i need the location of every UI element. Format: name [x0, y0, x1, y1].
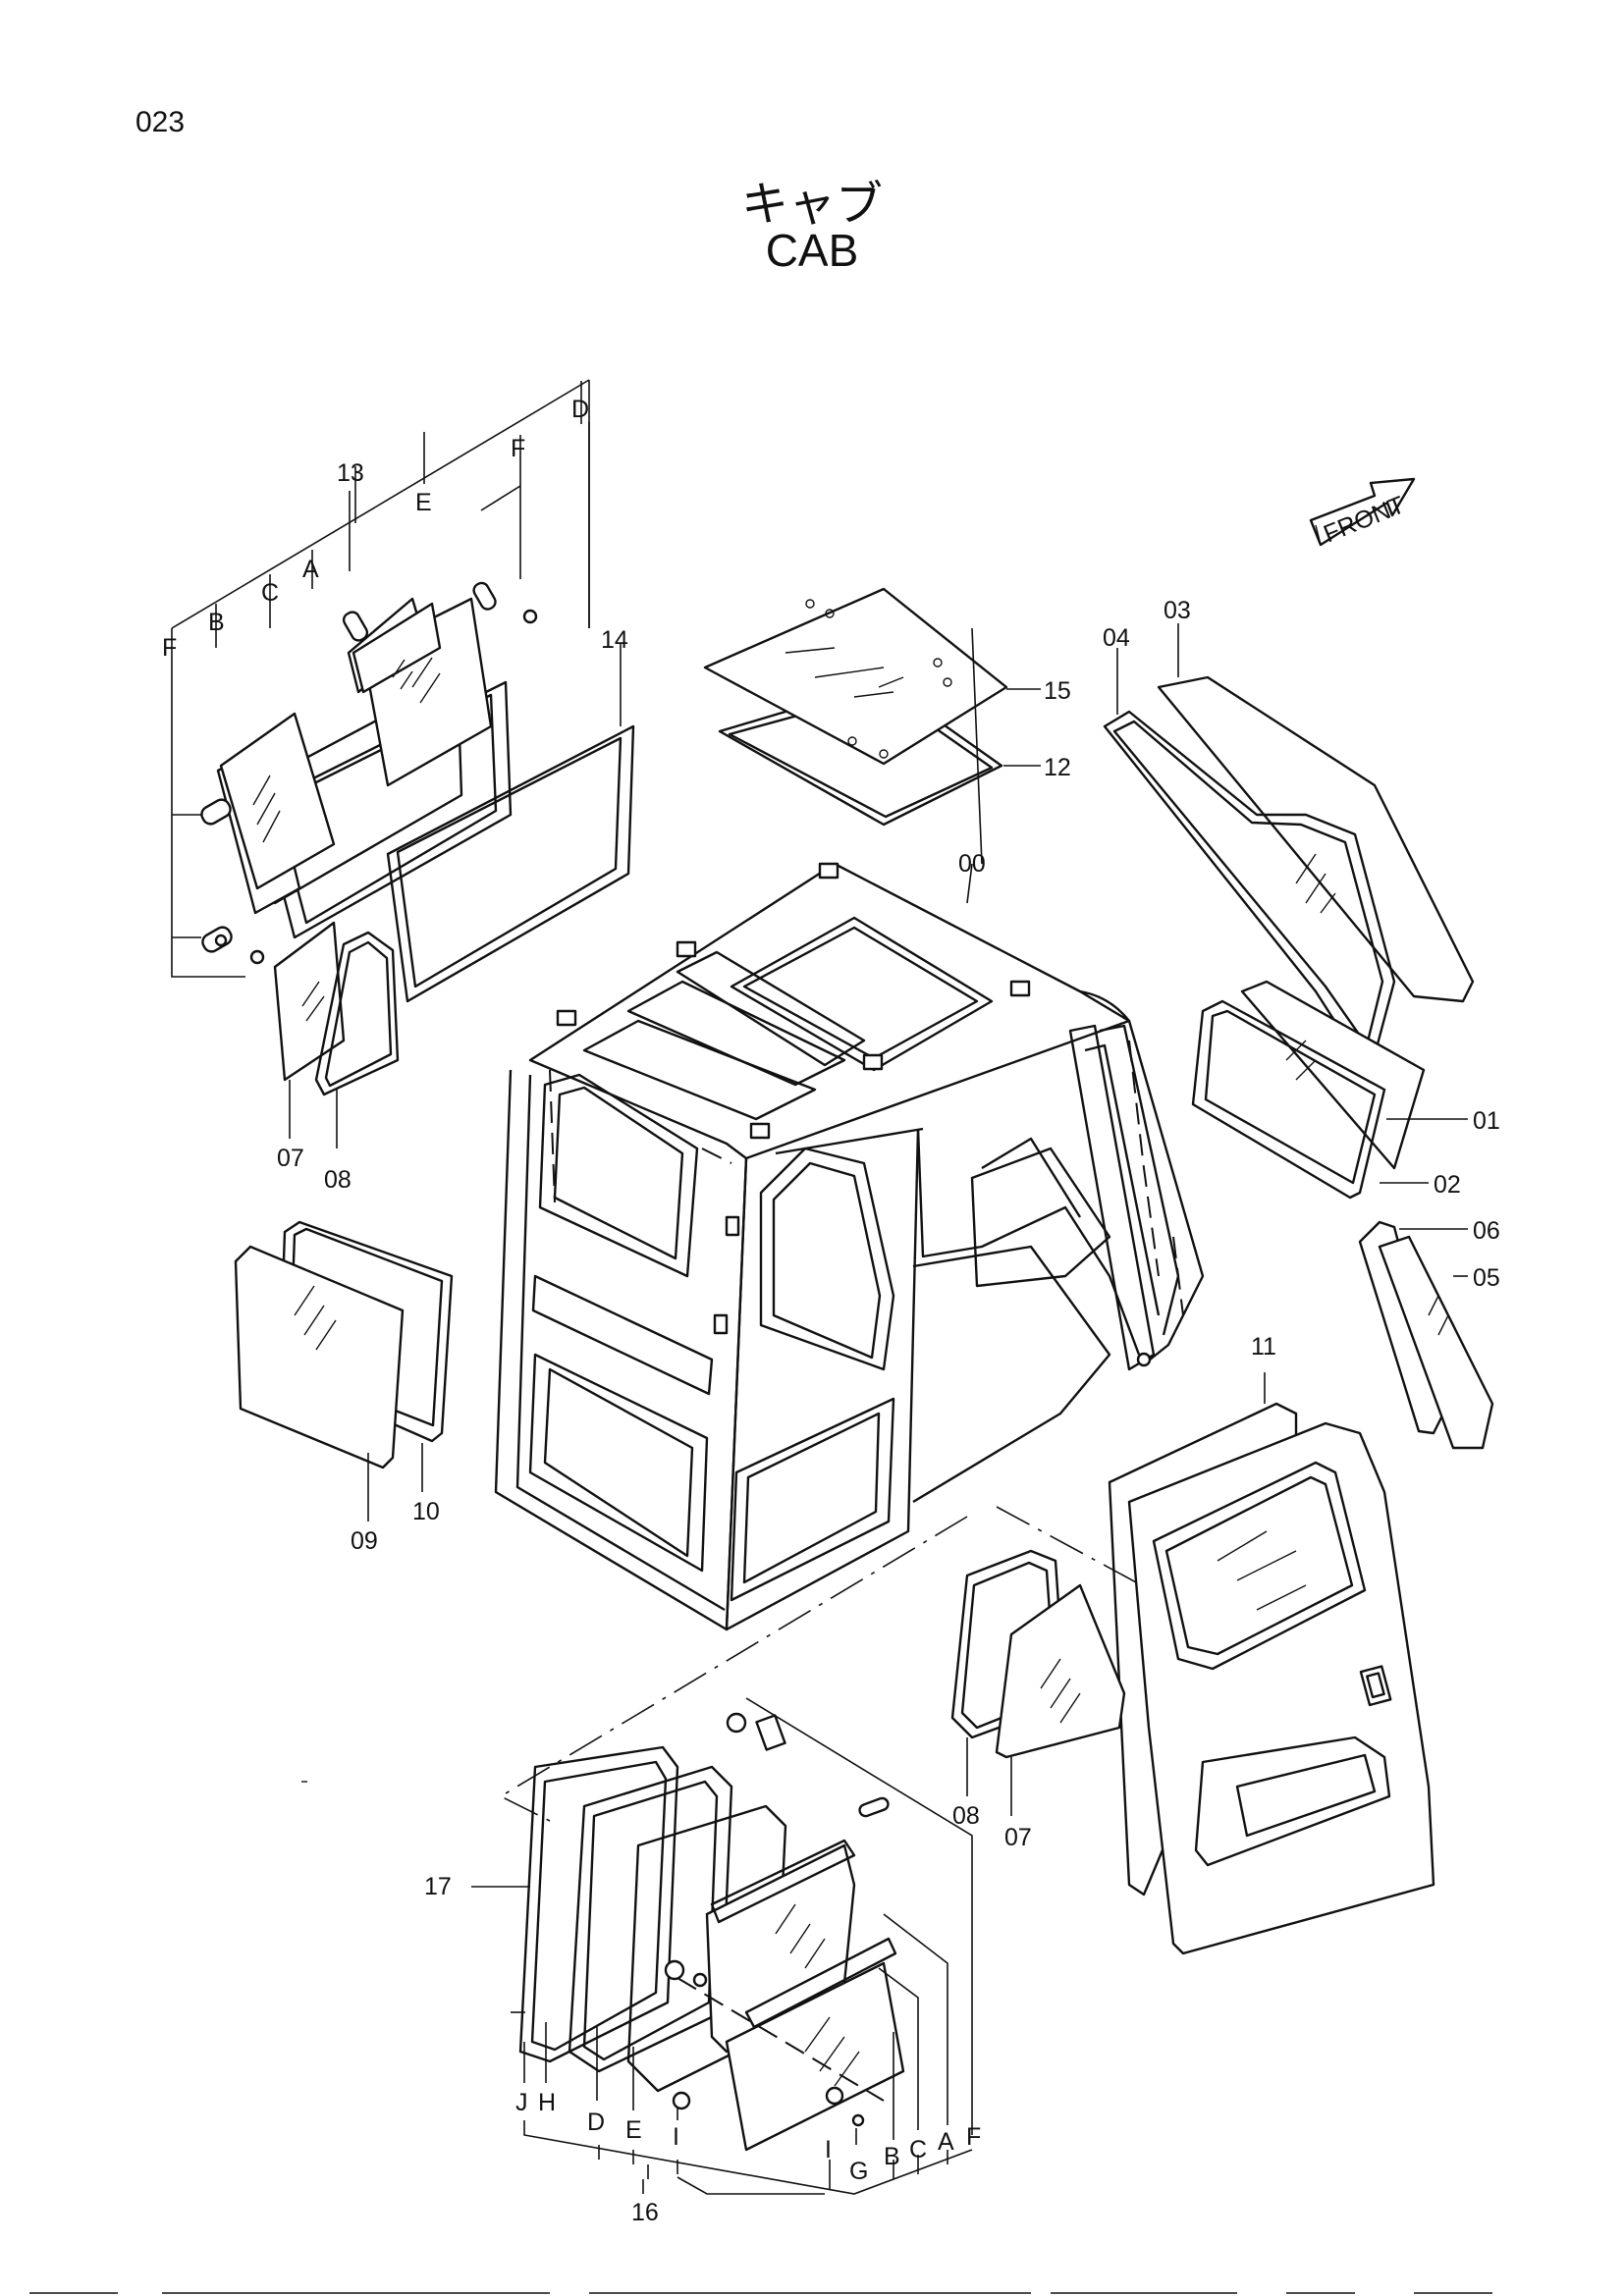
callout-labels: 13 14 15 12 04 03 00 01 02 06 05 07 08 0…: [277, 459, 1500, 2226]
door-triangle-glass-group: [950, 1549, 1126, 1816]
title-japanese: キャブ: [0, 165, 1624, 234]
letter-lower-I-left: I: [673, 2123, 679, 2151]
letter-upper-C: C: [261, 579, 279, 607]
callout-13: 13: [337, 459, 364, 487]
callout-14: 14: [601, 626, 628, 654]
callout-01: 01: [1473, 1107, 1500, 1135]
callout-09: 09: [351, 1527, 378, 1555]
letter-lower-E: E: [625, 2116, 642, 2144]
letter-lower-H: H: [538, 2089, 556, 2116]
callout-07-lower: 07: [1004, 1824, 1032, 1851]
page-number: 023: [135, 106, 186, 138]
roof-glass-group: [703, 587, 1041, 827]
letter-lower-C: C: [909, 2136, 927, 2163]
letter-lower-D: D: [587, 2109, 605, 2136]
callout-08-lower: 08: [952, 1802, 980, 1830]
right-narrow-glass-group: [1358, 1220, 1494, 1450]
callout-00: 00: [958, 850, 986, 878]
upper-left-window-group: [171, 379, 635, 1148]
letter-lower-B: B: [884, 2143, 900, 2170]
cab-body: [494, 627, 1205, 1631]
letter-lower-G: G: [849, 2158, 868, 2185]
title-japanese-text: キャブ: [740, 177, 883, 232]
callout-15: 15: [1044, 677, 1071, 705]
callout-02: 02: [1434, 1171, 1461, 1199]
letter-upper-B: B: [208, 609, 225, 636]
right-small-window-group: [1191, 980, 1468, 1200]
title-english-text: CAB: [765, 225, 859, 276]
letter-upper-A: A: [302, 556, 319, 583]
cab-door: [1108, 1372, 1435, 1955]
callout-07-upper: 07: [277, 1145, 304, 1172]
letter-upper-E: E: [415, 489, 432, 516]
title-english: CAB: [0, 224, 1624, 277]
letter-lower-F: F: [966, 2123, 981, 2151]
callout-11: 11: [1251, 1333, 1276, 1361]
callout-12: 12: [1044, 754, 1071, 781]
callout-17: 17: [424, 1873, 452, 1900]
callout-08-upper: 08: [324, 1166, 352, 1194]
callout-03: 03: [1164, 597, 1191, 624]
letter-upper-F-left: F: [162, 634, 177, 662]
callout-10: 10: [412, 1498, 440, 1525]
callout-06: 06: [1473, 1217, 1500, 1245]
letter-labels-lower: J H D E I I G B C A F: [515, 2089, 981, 2185]
clip-fitting-icon: [200, 581, 538, 965]
front-arrow-icon: FRONT: [1309, 477, 1416, 548]
callout-04: 04: [1103, 624, 1130, 652]
letter-upper-F-right: F: [511, 435, 525, 462]
left-rear-window-group: [234, 1220, 454, 1522]
letter-upper-D: D: [571, 396, 589, 423]
callout-05: 05: [1473, 1264, 1500, 1292]
letter-lower-J: J: [515, 2089, 528, 2116]
letter-lower-A: A: [938, 2128, 954, 2156]
callout-16: 16: [631, 2199, 659, 2226]
lower-sliding-window-group: [471, 1697, 973, 2195]
letter-labels-upper: F B C A E F D: [162, 396, 589, 662]
letter-lower-I-right: I: [825, 2136, 832, 2163]
